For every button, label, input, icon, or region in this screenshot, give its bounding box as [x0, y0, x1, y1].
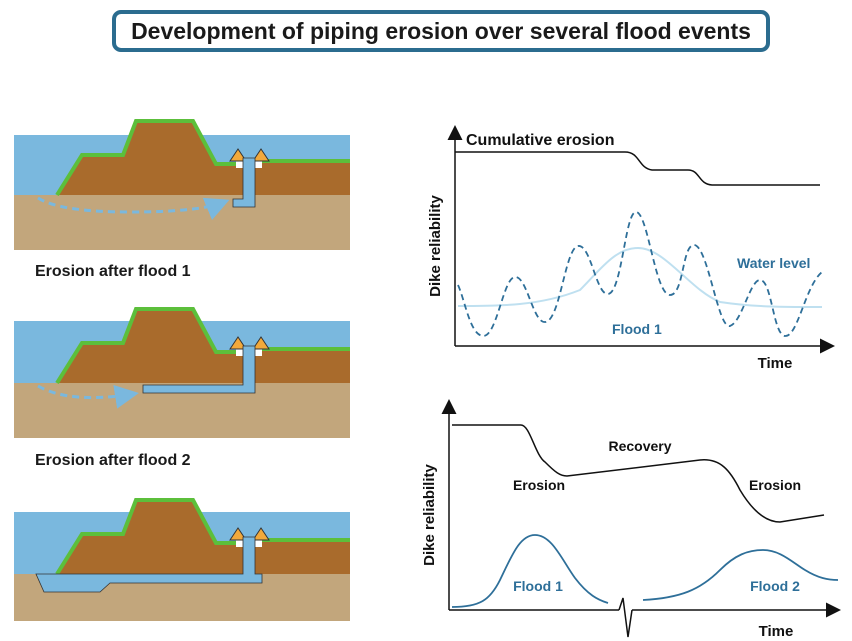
dike-panel-3: [14, 498, 350, 621]
flood-2-label: Flood 2: [750, 578, 800, 594]
sandbag-icon: [252, 148, 270, 162]
diagram-title: Development of piping erosion over sever…: [112, 10, 770, 52]
caption-flood-1: Erosion after flood 1: [35, 263, 191, 280]
reliability-curve: [452, 424, 825, 523]
seepage-arrow: [37, 196, 230, 220]
water-level-curve: [457, 211, 823, 337]
sandbag-icon: [229, 148, 247, 162]
series-label: Cumulative erosion: [466, 132, 614, 149]
chart-top: Cumulative erosion Dike reliability Time…: [427, 125, 835, 372]
cumulative-erosion-curve: [455, 151, 820, 186]
grass-layer: [55, 119, 350, 197]
flood-label: Flood 1: [612, 321, 662, 337]
flood-2-curve: [642, 549, 839, 601]
dike-panel-2: [14, 307, 350, 438]
water-level-trend: [457, 246, 823, 309]
water-level-label: Water level: [737, 255, 810, 271]
sandbag-icon: [229, 527, 247, 541]
sandbag-icon: [229, 336, 247, 350]
sandbag-icon: [252, 336, 270, 350]
recovery-label: Recovery: [608, 438, 671, 454]
x-axis-label: Time: [758, 355, 793, 372]
grass-layer: [55, 498, 350, 576]
grass-layer: [55, 307, 350, 385]
flood-1-label: Flood 1: [513, 578, 563, 594]
pipe-channel: [142, 345, 256, 394]
caption-flood-2: Erosion after flood 2: [35, 452, 191, 469]
y-axis-label: Dike reliability: [421, 463, 438, 565]
pipe-channel: [232, 157, 256, 208]
chart-bottom: Dike reliability Time Recovery Erosion E…: [421, 399, 841, 640]
subsoil: [14, 195, 350, 250]
sandbag-icon: [252, 527, 270, 541]
dike-panel-1: [14, 119, 350, 250]
erosion-label: Erosion: [749, 477, 801, 493]
axis-break: [618, 597, 633, 638]
x-axis-label: Time: [759, 623, 794, 640]
erosion-label: Erosion: [513, 477, 565, 493]
y-axis-label: Dike reliability: [427, 194, 444, 296]
flood-1-curve: [451, 534, 609, 608]
seepage-arrow: [37, 384, 139, 409]
pipe-channel: [35, 536, 263, 593]
